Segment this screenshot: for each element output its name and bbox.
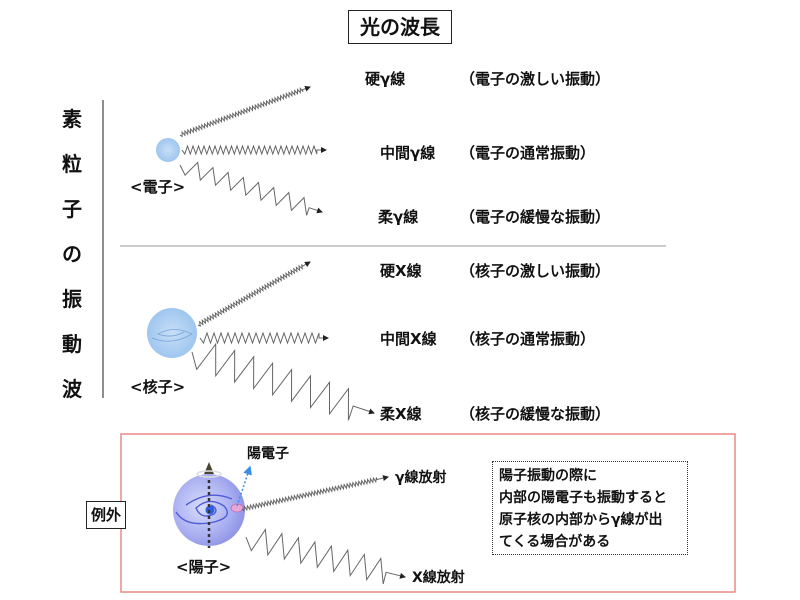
gamma-emission-wave: [241, 475, 389, 512]
electron-label: <電子>: [130, 178, 186, 196]
mid-x-wave: [199, 331, 329, 345]
mid-gamma-desc: （電子の通常振動）: [460, 144, 596, 162]
soft-gamma-desc: （電子の緩慢な振動）: [460, 208, 611, 226]
note-line: てくる場合がある: [499, 534, 611, 550]
x-emission-label: X線放射: [412, 570, 465, 586]
note-line: 内部の陽電子も振動すると: [499, 490, 667, 506]
mid-gamma-label: 中間γ線: [380, 144, 436, 162]
hard-x-wave: [197, 261, 311, 327]
mid-gamma-wave: [181, 144, 327, 156]
nucleon-spiral: [151, 329, 193, 342]
soft-gamma-wave: [179, 161, 323, 216]
note-line: 陽子振動の際に: [499, 468, 597, 484]
hard-gamma-wave: [179, 85, 311, 138]
page-title: 光の波長: [348, 10, 452, 44]
hard-x-desc: （核子の激しい振動）: [460, 262, 611, 280]
exception-label: 例外: [86, 501, 126, 529]
proton-label: <陽子>: [176, 558, 232, 576]
x-emission-wave: [245, 528, 406, 585]
positron-label: 陽電子: [247, 446, 289, 462]
positron-arrow: [236, 465, 252, 507]
note-line: 原子核の内部からγ線が出: [499, 512, 663, 528]
side-label-char: 波: [62, 377, 82, 401]
exception-note: 陽子振動の際に 内部の陽電子も振動すると 原子核の内部からγ線が出 てくる場合が…: [492, 461, 688, 555]
spin-arrow-icon: [204, 462, 214, 474]
side-label-char: 素: [62, 107, 82, 131]
side-label-char: の: [62, 242, 82, 266]
hard-gamma-label: 硬γ線: [365, 70, 406, 88]
hard-gamma-desc: （電子の激しい振動）: [460, 70, 611, 88]
nucleon-label: <核子>: [130, 378, 186, 396]
soft-x-desc: （核子の緩慢な振動）: [460, 405, 611, 423]
nucleon-particle: [147, 308, 197, 358]
electron-particle: [156, 138, 180, 162]
hard-x-label: 硬X線: [380, 262, 422, 280]
side-label-char: 子: [62, 197, 82, 221]
side-label-char: 動: [62, 332, 82, 356]
mid-x-label: 中間X線: [380, 330, 437, 348]
gamma-emission-label: γ線放射: [395, 470, 447, 486]
soft-x-wave: [191, 342, 375, 421]
side-label-char: 粒: [62, 152, 82, 176]
soft-gamma-label: 柔γ線: [378, 208, 419, 226]
side-label-char: 振: [62, 287, 82, 311]
mid-x-desc: （核子の通常振動）: [460, 330, 596, 348]
soft-x-label: 柔X線: [380, 405, 422, 423]
